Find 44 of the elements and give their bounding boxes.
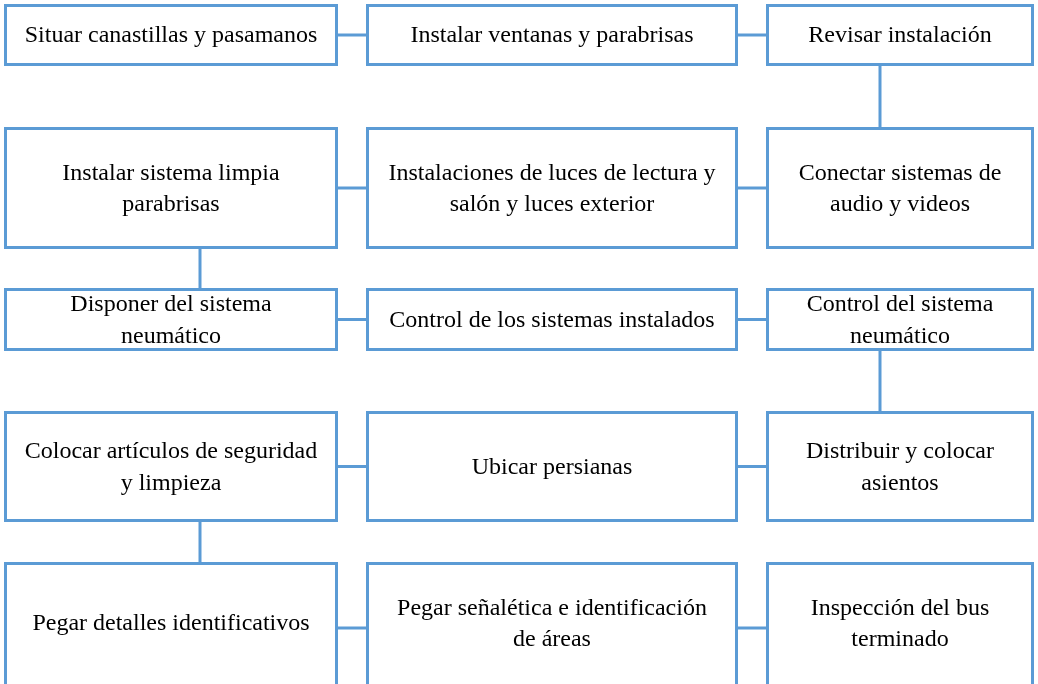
step-text: Instalaciones de luces de lectura y salón y luces exterior <box>387 157 717 218</box>
step-text: Disponer del sistema neumático <box>69 289 273 350</box>
connector-line <box>338 318 366 321</box>
step-text: Instalar ventanas y parabrisas <box>410 20 694 50</box>
process-box <box>4 411 338 522</box>
connector-line <box>198 522 202 562</box>
step-text: Revisar instalación <box>808 20 992 50</box>
process-box <box>766 562 1034 684</box>
process-box <box>366 288 738 351</box>
step-text: Colocar artículos de seguridad y limpieza <box>23 436 319 497</box>
process-box <box>766 411 1034 522</box>
step-text: Conectar sistemas de audio y videos <box>797 157 1003 218</box>
process-box <box>766 4 1034 66</box>
process-box <box>366 562 738 684</box>
process-box <box>766 127 1034 249</box>
step-text: Situar canastillas y pasamanos <box>24 20 318 50</box>
step-text: Inspección del bus terminado <box>809 592 991 653</box>
step-text: Instalar sistema limpia parabrisas <box>61 157 281 218</box>
connector-line <box>878 351 882 411</box>
connector-line <box>338 465 366 468</box>
connector-line <box>338 186 366 190</box>
process-box <box>4 562 338 684</box>
step-text: Distribuir y colocar asientos <box>805 436 995 497</box>
connector-line <box>878 66 882 127</box>
connector-line <box>738 465 766 468</box>
connector-line <box>198 249 202 288</box>
process-box <box>4 127 338 249</box>
process-box <box>366 127 738 249</box>
process-box <box>4 4 338 66</box>
process-box <box>766 288 1034 351</box>
connector-line <box>738 318 766 321</box>
step-text: Pegar detalles identificativos <box>32 608 310 638</box>
process-box <box>366 4 738 66</box>
connector-line <box>738 33 766 37</box>
connector-line <box>738 626 766 630</box>
connector-line <box>338 626 366 630</box>
connector-line <box>338 33 366 37</box>
process-box <box>366 411 738 522</box>
connector-line <box>738 186 766 190</box>
step-text: Pegar señalética e identificación de áreas <box>396 592 708 653</box>
process-box <box>4 288 338 351</box>
step-text: Ubicar persianas <box>471 451 633 481</box>
step-text: Control de los sistemas instalados <box>389 304 715 334</box>
step-text: Control del sistema neumático <box>805 289 995 350</box>
